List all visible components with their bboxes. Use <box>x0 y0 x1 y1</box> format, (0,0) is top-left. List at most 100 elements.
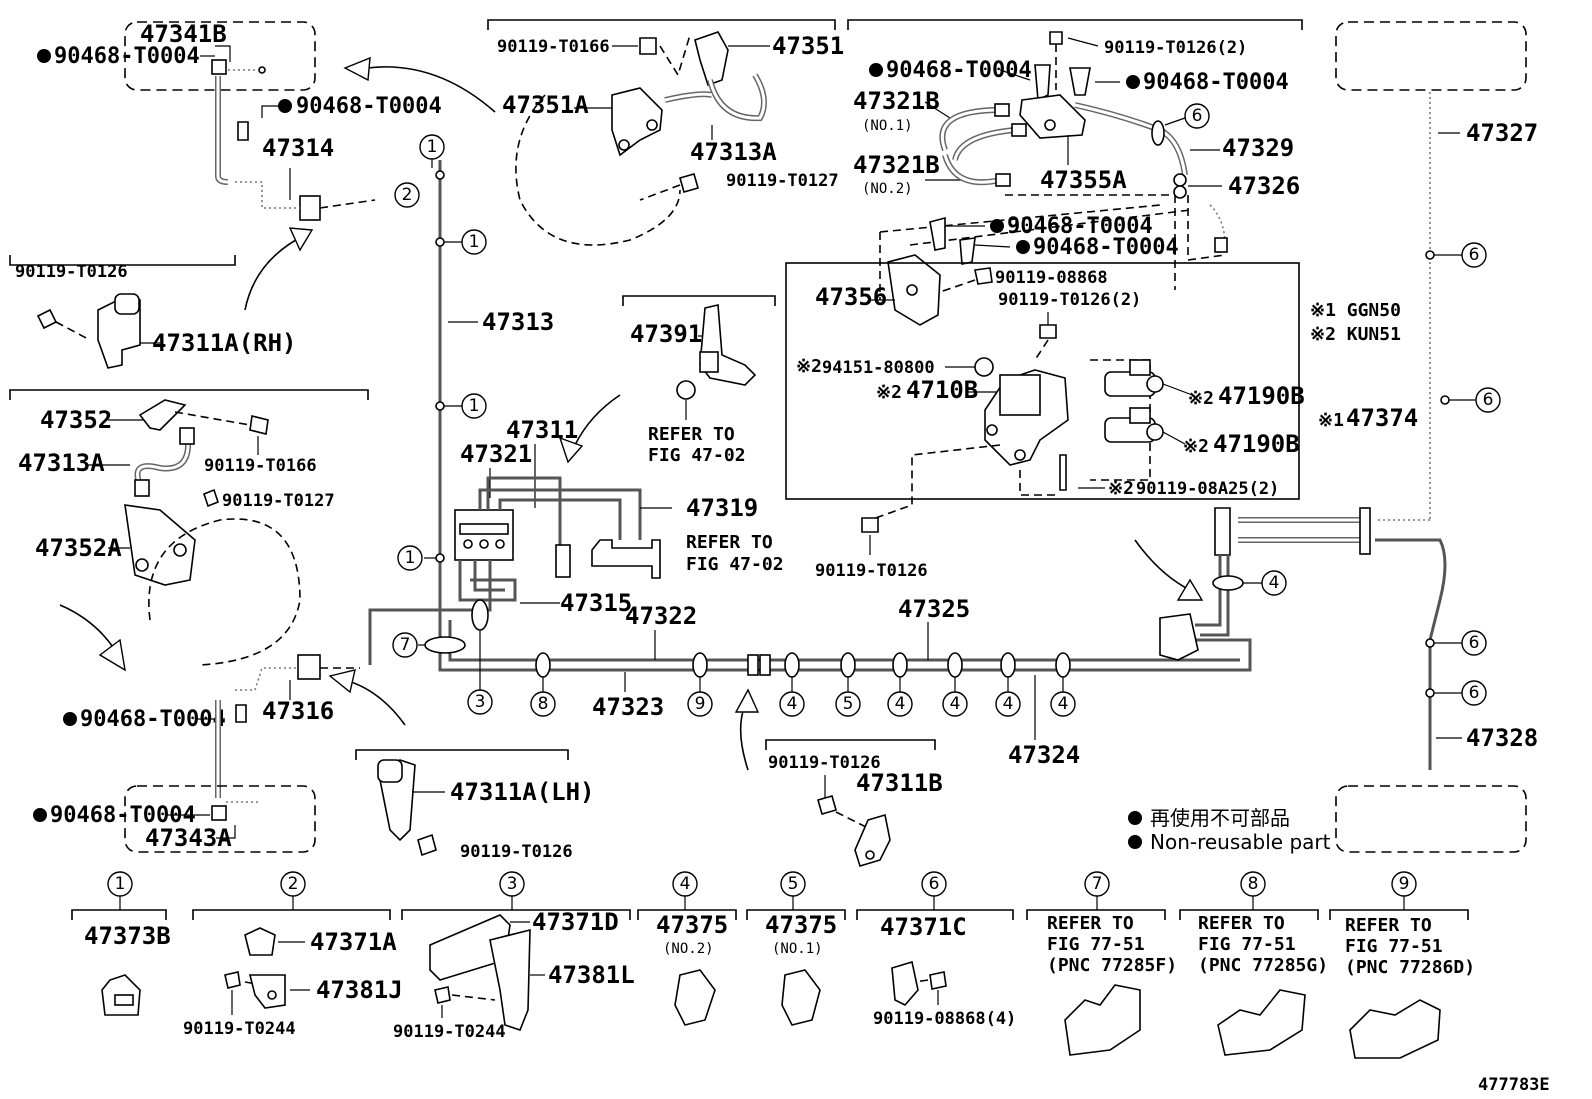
part-47311[interactable]: 47311 <box>506 416 578 444</box>
part-47328[interactable]: 47328 <box>1466 724 1538 752</box>
bolt-90468-T0004-a[interactable]: 90468-T0004 <box>54 44 200 69</box>
part-47324[interactable]: 47324 <box>1008 741 1080 769</box>
svg-text:7: 7 <box>1092 874 1103 894</box>
part-47375-no1[interactable]: 47375 <box>765 911 837 939</box>
svg-text:5: 5 <box>788 874 799 894</box>
clip-icon <box>211 805 227 821</box>
clamp-47375-no1 <box>781 969 821 1026</box>
bolt-90119-T0127-l[interactable]: 90119-T0127 <box>222 491 335 511</box>
dashed-area-bottom-right <box>1335 785 1527 853</box>
part-47326[interactable]: 47326 <box>1228 172 1300 200</box>
part-47190B-1[interactable]: 47190B <box>1218 382 1305 410</box>
clamp-77286D <box>1349 999 1441 1059</box>
dashed-area-47343A <box>124 785 316 853</box>
clamp-4 <box>892 652 908 678</box>
clamp-77285F <box>1064 984 1141 1056</box>
part-47319[interactable]: 47319 <box>686 494 758 522</box>
part-47316[interactable]: 47316 <box>262 697 334 725</box>
part-47313A-top[interactable]: 47313A <box>690 138 777 166</box>
part-47341B[interactable]: 47341B <box>140 20 227 48</box>
part-47313A-left[interactable]: 47313A <box>18 449 105 477</box>
part-47321B-no1[interactable]: 47321B <box>853 87 940 115</box>
bolt-90119-T0127-t[interactable]: 90119-T0127 <box>726 171 839 191</box>
part-47314[interactable]: 47314 <box>262 134 334 162</box>
bolt-90119-T0126-c[interactable]: 90119-T0126 <box>815 561 928 581</box>
pipe-47328 <box>1375 538 1447 770</box>
clamp-4 <box>784 652 800 678</box>
part-47355A[interactable]: 47355A <box>1040 166 1127 194</box>
svg-text:1: 1 <box>405 548 416 568</box>
part-4710B[interactable]: 4710B <box>906 376 978 404</box>
part-47321[interactable]: 47321 <box>460 440 532 468</box>
bolt-90119-T0126-l[interactable]: 90119-T0126 <box>15 262 128 282</box>
bolt-90468-T0004-e[interactable]: 90468-T0004 <box>886 58 1032 83</box>
brake-disc-outline <box>515 94 681 246</box>
part-47351A[interactable]: 47351A <box>502 91 589 119</box>
part-47311A-LH[interactable]: 47311A(LH) <box>450 778 595 806</box>
bolt-90119-08868-4[interactable]: 90119-08868(4) <box>873 1009 1016 1029</box>
bolt-90468-T0004-b[interactable]: 90468-T0004 <box>296 94 442 119</box>
part-47329[interactable]: 47329 <box>1222 134 1294 162</box>
non-reusable-bullet <box>37 49 51 63</box>
bolt-icon <box>36 308 58 330</box>
note-refer-to-a2: FIG 47-02 <box>648 445 746 466</box>
part-47313[interactable]: 47313 <box>482 308 554 336</box>
bolt-90119-T0126-b[interactable]: 90119-T0126 <box>768 753 881 773</box>
note-no2: (NO.2) <box>862 181 913 197</box>
bolt-90119-T0166-t[interactable]: 90119-T0166 <box>497 37 610 57</box>
part-47311A-RH[interactable]: 47311A(RH) <box>152 329 297 357</box>
bolt-90119-T0126-2a[interactable]: 90119-T0126(2) <box>1104 38 1247 58</box>
bolt-icon <box>224 971 241 989</box>
legend-bullet <box>1128 835 1142 849</box>
bolt-90468-T0004-f[interactable]: 90468-T0004 <box>1143 70 1289 95</box>
part-47356[interactable]: 47356 <box>815 283 887 311</box>
bolt-90468-T0004-g[interactable]: 90468-T0004 <box>1007 214 1153 239</box>
bolt-90119-T0244-a[interactable]: 90119-T0244 <box>183 1019 296 1039</box>
bolt-90119-08868[interactable]: 90119-08868 <box>995 268 1108 288</box>
note-77285F-2: FIG 77-51 <box>1047 934 1145 955</box>
part-47381J[interactable]: 47381J <box>316 976 403 1004</box>
svg-text:6: 6 <box>1469 633 1480 653</box>
part-47351[interactable]: 47351 <box>772 32 844 60</box>
bolt-90119-T0244-b[interactable]: 90119-T0244 <box>393 1022 506 1042</box>
bracket-47351A <box>611 87 663 157</box>
part-47190B-2[interactable]: 47190B <box>1213 430 1300 458</box>
bolt-94151-80800[interactable]: 94151-80800 <box>822 358 935 378</box>
bracket-47355A <box>1019 94 1086 139</box>
part-47373B[interactable]: 47373B <box>84 922 171 950</box>
bolt-icon <box>203 488 219 508</box>
part-47315[interactable]: 47315 <box>560 589 632 617</box>
clamp-4 <box>1212 575 1244 591</box>
dashed-area-47341B <box>124 21 316 91</box>
part-47325[interactable]: 47325 <box>898 595 970 623</box>
bolt-90119-08A25[interactable]: 90119-08A25(2) <box>1136 479 1279 499</box>
bolt-90119-T0126-lh[interactable]: 90119-T0126 <box>460 842 573 862</box>
part-47323[interactable]: 47323 <box>592 693 664 721</box>
clamp-7 <box>424 636 466 654</box>
part-47374[interactable]: 47374 <box>1346 404 1418 432</box>
part-47391[interactable]: 47391 <box>630 320 702 348</box>
part-47371C[interactable]: 47371C <box>880 913 967 941</box>
note-mark1: ※1 <box>1318 410 1344 431</box>
svg-text:6: 6 <box>1192 106 1203 126</box>
svg-text:9: 9 <box>695 694 706 714</box>
bolt-90468-T0004-h[interactable]: 90468-T0004 <box>1033 235 1179 260</box>
part-47321B-no2[interactable]: 47321B <box>853 151 940 179</box>
part-47322[interactable]: 47322 <box>625 602 697 630</box>
part-47311B[interactable]: 47311B <box>856 769 943 797</box>
bolt-icon <box>679 173 699 193</box>
brake-disc-outline <box>148 518 301 666</box>
part-47327[interactable]: 47327 <box>1466 119 1538 147</box>
part-47375-no2[interactable]: 47375 <box>656 911 728 939</box>
note-model-ggn50: ※1 GGN50 <box>1310 300 1401 321</box>
part-47371D[interactable]: 47371D <box>532 908 619 936</box>
bolt-90119-T0166-l[interactable]: 90119-T0166 <box>204 456 317 476</box>
part-47381L[interactable]: 47381L <box>548 961 635 989</box>
part-47371A[interactable]: 47371A <box>310 928 397 956</box>
part-47352A[interactable]: 47352A <box>35 534 122 562</box>
part-47352[interactable]: 47352 <box>40 406 112 434</box>
arrow-icon <box>558 436 584 464</box>
bracket-47311B <box>854 813 891 867</box>
note-77285F-1: REFER TO <box>1047 913 1134 934</box>
bolt-90119-T0126-2b[interactable]: 90119-T0126(2) <box>998 290 1141 310</box>
